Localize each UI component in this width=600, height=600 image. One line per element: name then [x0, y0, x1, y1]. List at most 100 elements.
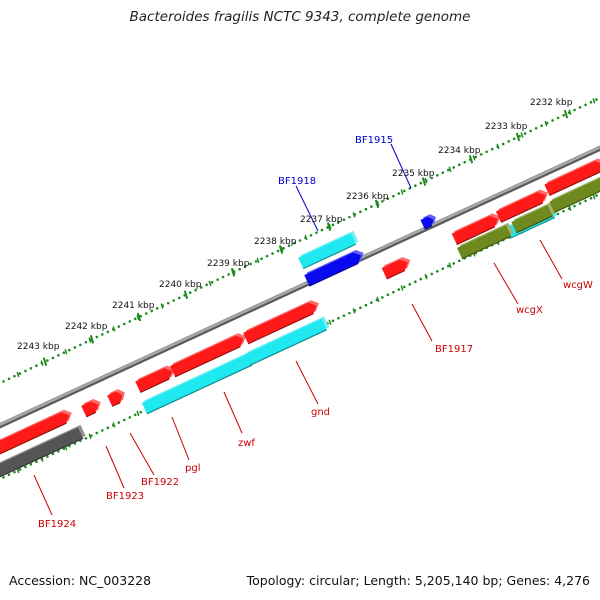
minor-tick — [40, 360, 44, 366]
backbone-line — [0, 145, 600, 427]
track-dot — [271, 252, 274, 255]
track-dot — [540, 124, 543, 127]
gene-BF1924 — [0, 409, 72, 455]
track-dot — [122, 322, 126, 326]
track-dot — [584, 103, 587, 107]
gene-label: BF1915 — [355, 135, 393, 146]
kbp-label: 2239 kbp — [207, 259, 250, 269]
track-dot — [106, 330, 110, 334]
gene-body — [544, 161, 600, 196]
track-dot — [370, 301, 373, 304]
track-dot — [452, 262, 456, 265]
minor-tick — [328, 223, 332, 229]
track-dot — [84, 436, 88, 440]
track-dot — [430, 272, 434, 276]
cds-olive-left — [456, 222, 514, 260]
minor-tick — [136, 410, 140, 417]
track-dot — [364, 207, 368, 211]
track-dot — [595, 194, 598, 197]
track-dot — [529, 129, 532, 133]
track-dot — [446, 168, 450, 172]
track-dot — [485, 150, 488, 154]
track-dot — [534, 127, 538, 130]
label-leader-line — [539, 239, 563, 280]
track-dot — [227, 273, 230, 276]
kbp-major-tick — [563, 109, 569, 119]
track-dot — [243, 265, 247, 268]
track-dot — [155, 307, 159, 310]
track-dot — [293, 241, 296, 245]
track-dot — [348, 215, 351, 219]
kbp-label: 2234 kbp — [438, 146, 481, 156]
track-dot — [551, 119, 554, 122]
track-dot — [117, 421, 121, 424]
track-dot — [419, 181, 423, 185]
track-dot — [166, 301, 170, 305]
gene-label: pgl — [185, 463, 200, 474]
gene-shade — [554, 190, 600, 214]
gene-label: wcgX — [516, 305, 543, 316]
track-dot — [46, 359, 49, 362]
gene-label: zwf — [238, 438, 255, 449]
gene-gnd — [243, 300, 319, 345]
track-dot — [512, 137, 516, 141]
track-dot — [359, 306, 362, 310]
track-dot — [29, 367, 33, 370]
track-dot — [2, 380, 5, 383]
gene-label: BF1924 — [38, 519, 76, 530]
gene-zwf — [170, 333, 246, 378]
gene-label: BF1923 — [106, 491, 144, 502]
track-dot — [457, 163, 461, 167]
minor-tick — [400, 189, 404, 195]
gene-shade — [549, 171, 600, 197]
label-leader-line — [223, 391, 243, 434]
minor-tick — [592, 194, 596, 200]
track-dot — [260, 257, 263, 261]
track-dot — [221, 275, 225, 279]
kbp-label: 2237 kbp — [300, 215, 343, 225]
track-dot — [24, 465, 27, 469]
track-dot — [101, 429, 104, 432]
track-dot — [51, 356, 55, 360]
gene-shade — [86, 411, 96, 418]
kbp-major-tick — [42, 357, 48, 366]
track-dot — [386, 197, 390, 201]
gene-wcgW-a — [495, 189, 549, 223]
label-leader-line — [171, 416, 190, 461]
track-dot — [139, 314, 143, 318]
label-leader-line — [33, 474, 53, 516]
track-dot — [188, 291, 192, 294]
gene-body — [381, 259, 408, 279]
track-dot — [24, 369, 27, 373]
gene-wcgX — [451, 213, 501, 246]
track-dot — [342, 314, 346, 317]
map-title: Bacteroides fragilis NCTC 9343, complete… — [129, 9, 471, 25]
track-dot — [562, 209, 565, 213]
kbp-major-tick — [515, 132, 521, 142]
gene-body — [243, 302, 317, 344]
gene-body — [304, 252, 362, 287]
gene-shade — [140, 378, 170, 393]
track-dot — [205, 283, 208, 287]
gene-body — [245, 318, 327, 366]
track-dot — [386, 293, 390, 297]
track-dot — [463, 160, 467, 164]
gene-shade — [509, 216, 556, 240]
track-dot — [29, 463, 33, 466]
track-dot — [381, 200, 384, 203]
gene-shade — [456, 226, 496, 246]
track-dot — [133, 317, 137, 321]
track-dot — [282, 247, 285, 250]
minor-tick — [376, 296, 380, 303]
cds-cyan-right — [245, 316, 330, 366]
track-dot — [337, 316, 340, 320]
cds-olive-mid — [511, 202, 556, 234]
gene-shade — [111, 402, 121, 407]
kbp-major-tick — [421, 177, 427, 186]
track-dot — [452, 166, 456, 169]
track-dot — [128, 416, 132, 419]
gene-gray-segment — [0, 424, 86, 478]
track-dot — [392, 290, 395, 294]
kbp-label: 2240 kbp — [159, 280, 202, 290]
